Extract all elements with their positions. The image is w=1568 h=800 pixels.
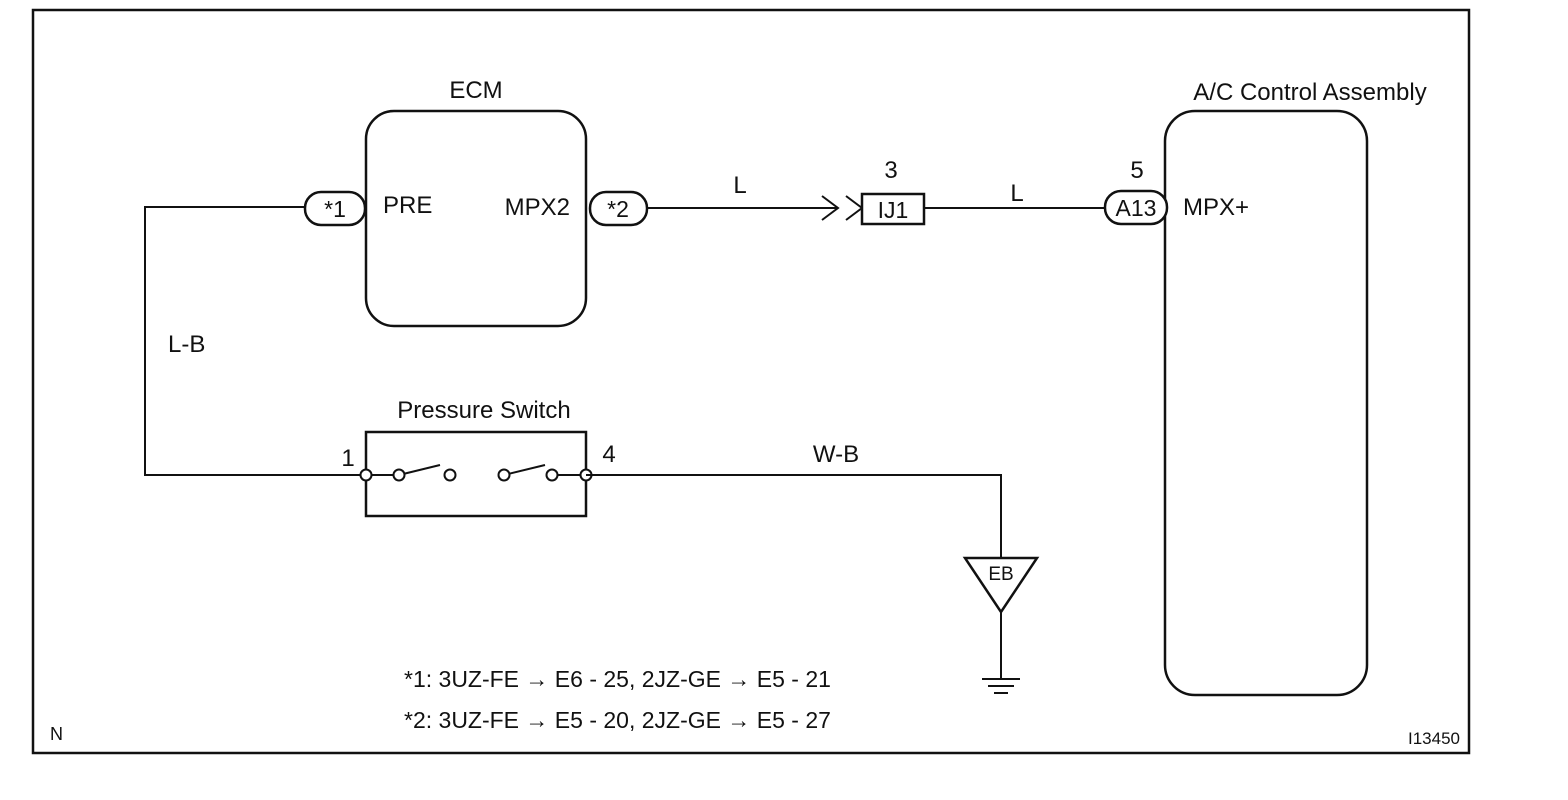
pressure-switch-title: Pressure Switch <box>397 397 570 424</box>
wire-label-ij1-to-ac: L <box>1010 180 1023 207</box>
pressure-switch-pin-right: 4 <box>602 441 615 468</box>
wire-label-switch-to-ground: W-B <box>813 441 859 468</box>
switch-contacts <box>359 464 593 482</box>
ground-triangle <box>962 556 1040 615</box>
ecm-box <box>364 109 588 328</box>
ac-box <box>1163 109 1369 697</box>
figure-id: I13450 <box>1408 729 1460 748</box>
ecm-title: ECM <box>449 77 502 104</box>
corner-label-left: N <box>50 724 63 744</box>
arrow-marker-inner <box>845 195 864 221</box>
junction-label: IJ1 <box>878 197 909 223</box>
wire-switch-to-ground <box>586 474 1002 558</box>
note-1: *1: 3UZ-FE → E6 - 25, 2JZ-GE → E5 - 21 <box>404 666 831 692</box>
ground-icon <box>982 678 1020 694</box>
switch-terminal-1 <box>359 468 373 482</box>
ecm-connector-1 <box>303 190 367 227</box>
wire-label-ecm-to-ij1: L <box>733 172 746 199</box>
ground-label: EB <box>988 564 1013 585</box>
arrow-marker-outer <box>821 195 840 221</box>
note-2: *2: 3UZ-FE → E5 - 20, 2JZ-GE → E5 - 27 <box>404 707 831 733</box>
ecm-connector-1-label: *1 <box>324 196 346 222</box>
ecm-pin-mpx2: MPX2 <box>505 194 570 221</box>
wire-ecm-to-switch <box>144 206 366 476</box>
ac-pin-number: 5 <box>1130 157 1143 184</box>
diagram-frame <box>31 8 1471 755</box>
ecm-connector-2-label: *2 <box>607 196 629 222</box>
ac-connector-label: A13 <box>1116 195 1157 221</box>
ac-pin-mpx: MPX+ <box>1183 194 1249 221</box>
ecm-pin-pre: PRE <box>383 192 432 219</box>
pressure-switch-pin-left: 1 <box>341 445 354 472</box>
wire-label-ecm-to-switch: L-B <box>168 331 205 358</box>
ac-connector <box>1103 189 1169 226</box>
ac-title: A/C Control Assembly <box>1193 79 1426 106</box>
junction-pin-number: 3 <box>884 157 897 184</box>
